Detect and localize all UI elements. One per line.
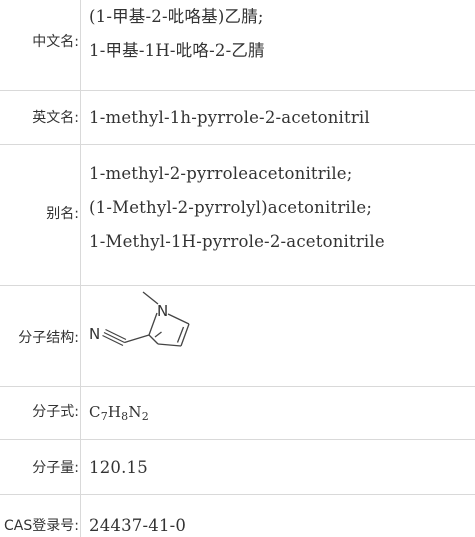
row-aliases: 别名: 1-methyl-2-pyrroleacetonitrile; (1-M…	[0, 145, 475, 286]
formula-subscript: 7	[100, 410, 108, 423]
alias-line: 1-Methyl-1H-pyrrole-2-acetonitrile	[89, 232, 385, 251]
english-name-line: 1-methyl-1h-pyrrole-2-acetonitril	[89, 108, 370, 127]
formula-subscript: 2	[141, 410, 149, 423]
formula-element: N	[128, 403, 142, 421]
formula-element: H	[107, 403, 122, 421]
value-english-name: 1-methyl-1h-pyrrole-2-acetonitril	[89, 109, 370, 127]
column-divider	[80, 0, 81, 537]
carbon-skeleton	[124, 291, 190, 347]
formula-subscript: 8	[121, 410, 129, 423]
value-weight: 120.15	[89, 458, 148, 477]
value-formula: C7H8N2	[89, 403, 149, 423]
nitrile-nitrogen-label: N	[89, 325, 100, 343]
row-cas: CAS登录号: 24437-41-0	[4, 516, 187, 535]
formula-element: C	[89, 403, 101, 421]
chinese-name-line: (1-甲基-2-吡咯基)乙腈;	[89, 7, 264, 26]
ring-nitrogen-label: N	[157, 302, 168, 320]
molecule-structure: N N	[89, 291, 190, 347]
row-english-name: 英文名: 1-methyl-1h-pyrrole-2-acetonitril	[0, 91, 475, 145]
nitrile-triple-bond	[102, 328, 127, 347]
row-weight: 分子量: 120.15	[0, 440, 475, 495]
value-aliases: 1-methyl-2-pyrroleacetonitrile; (1-Methy…	[89, 165, 385, 251]
row-formula: 分子式: C7H8N2	[0, 387, 475, 440]
value-chinese-name: (1-甲基-2-吡咯基)乙腈; 1-甲基-1H-吡咯-2-乙腈	[89, 8, 265, 60]
value-cas: 24437-41-0	[89, 516, 187, 535]
alias-line: 1-methyl-2-pyrroleacetonitrile;	[89, 164, 353, 183]
alias-line: (1-Methyl-2-pyrrolyl)acetonitrile;	[89, 198, 373, 217]
row-structure: 分子结构: N	[0, 286, 475, 387]
chinese-name-line: 1-甲基-1H-吡咯-2-乙腈	[89, 41, 265, 60]
row-chinese-name: 中文名: (1-甲基-2-吡咯基)乙腈; 1-甲基-1H-吡咯-2-乙腈	[0, 0, 475, 91]
